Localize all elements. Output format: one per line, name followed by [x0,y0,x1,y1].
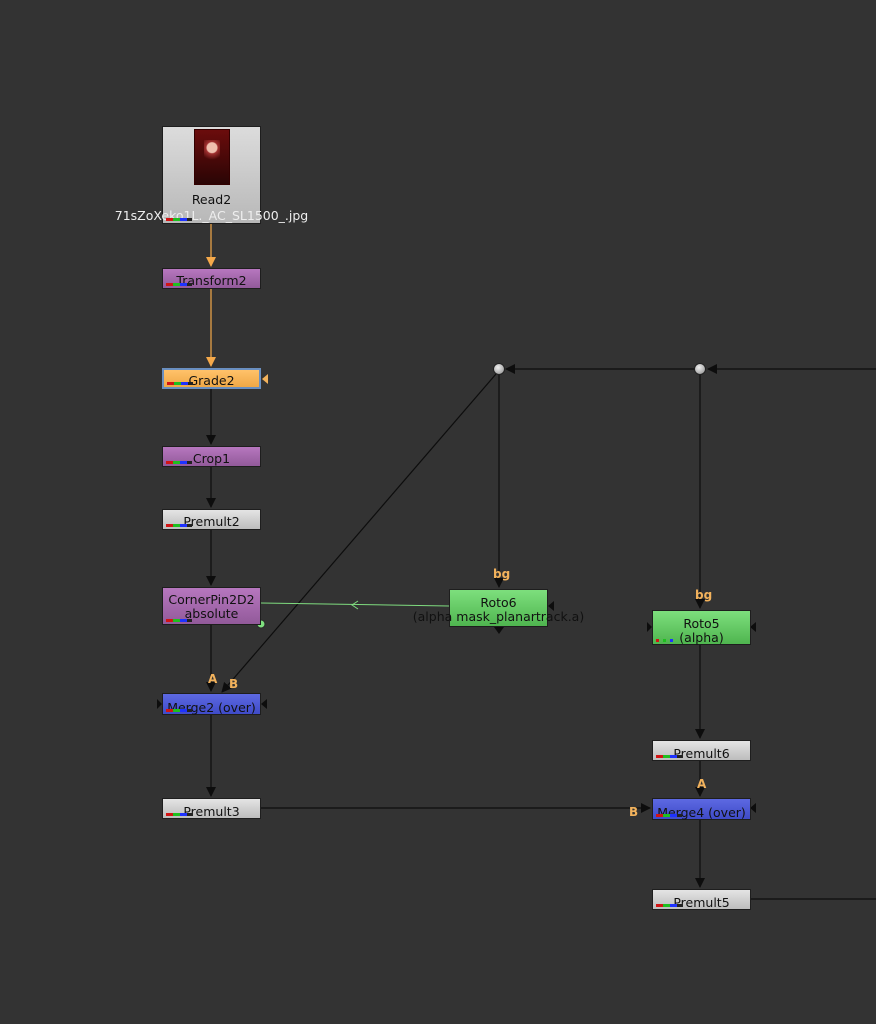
merge4-input-b-label: B [629,805,639,819]
premult6-channel-swatch [656,755,682,758]
grade2-channel-swatch [167,382,193,385]
roto6-output[interactable] [494,627,504,634]
read2-label: Read2 [191,192,232,207]
merge4-input-a-label: A [697,777,707,791]
grade2-label: Grade2 [188,373,235,388]
merge2-channel-swatch [166,709,192,712]
merge2-left-input[interactable] [157,699,162,709]
merge4-label: Merge4 (over) [657,805,746,820]
premult5-label: Premult5 [673,895,730,910]
read2-thumbnail [194,129,230,185]
roto6-node[interactable]: Roto6 (alpha mask_planartrack.a) [413,589,584,627]
premult2-label: Premult2 [183,514,240,529]
grade2-node[interactable]: Grade2 [162,368,261,389]
edge-dot1-merge2[interactable] [221,373,497,693]
premult3-label: Premult3 [183,804,240,819]
premult6-label: Premult6 [673,746,730,761]
transform2-channel-swatch [166,283,192,286]
grade2-mask-input[interactable] [262,374,268,384]
roto5-label: Roto5 [683,616,720,631]
merge2-label: Merge2 (over) [167,700,256,715]
roto6-label: Roto6 [480,595,517,610]
crop1-node[interactable]: Crop1 [162,446,261,467]
read2-file-label: 71sZoXeko1L._AC_SL1500_.jpg [114,208,309,223]
roto5-sub-label: (alpha) [679,630,724,645]
roto5-left-input[interactable] [647,622,652,632]
mask-link-roto6-cornerpin[interactable] [260,602,450,607]
roto5-channel-swatch [656,639,676,642]
cornerpin2d2-channel-swatch [166,619,192,622]
mask-link-arrow [351,600,359,610]
read2-node[interactable]: Read2 71sZoXeko1L._AC_SL1500_.jpg [115,126,308,224]
roto6-sub-label: (alpha mask_planartrack.a) [412,609,585,624]
read2-channel-swatch [166,218,192,221]
merge2-mask-input[interactable] [261,699,267,709]
merge4-channel-swatch [656,814,682,817]
roto6-mask-input[interactable] [548,601,554,611]
premult5-channel-swatch [656,904,682,907]
premult3-node[interactable]: Premult3 [162,798,261,819]
roto6-bg-input-label: bg [493,567,511,581]
roto5-bg-input-label: bg [695,588,713,602]
merge2-node[interactable]: Merge2 (over) [162,693,261,715]
transform2-node[interactable]: Transform2 [162,268,261,289]
crop1-channel-swatch [166,461,192,464]
cornerpin2d2-sub-label: absolute [184,606,239,621]
premult5-node[interactable]: Premult5 [652,889,751,910]
dot-node-1[interactable] [493,363,505,375]
merge2-input-b-label: B [229,677,239,691]
cornerpin2d2-node[interactable]: CornerPin2D2 absolute [162,587,261,625]
premult3-channel-swatch [166,813,192,816]
merge4-node[interactable]: Merge4 (over) [652,798,751,820]
dot-node-2[interactable] [694,363,706,375]
merge2-input-a-label: A [208,672,218,686]
roto5-mask-input[interactable] [750,622,756,632]
roto5-node[interactable]: Roto5 (alpha) [652,610,751,645]
premult2-channel-swatch [166,524,192,527]
premult6-node[interactable]: Premult6 [652,740,751,761]
cornerpin2d2-label: CornerPin2D2 [168,592,255,607]
merge4-mask-input[interactable] [750,803,756,813]
transform2-label: Transform2 [176,273,247,288]
crop1-label: Crop1 [192,451,231,466]
premult2-node[interactable]: Premult2 [162,509,261,530]
